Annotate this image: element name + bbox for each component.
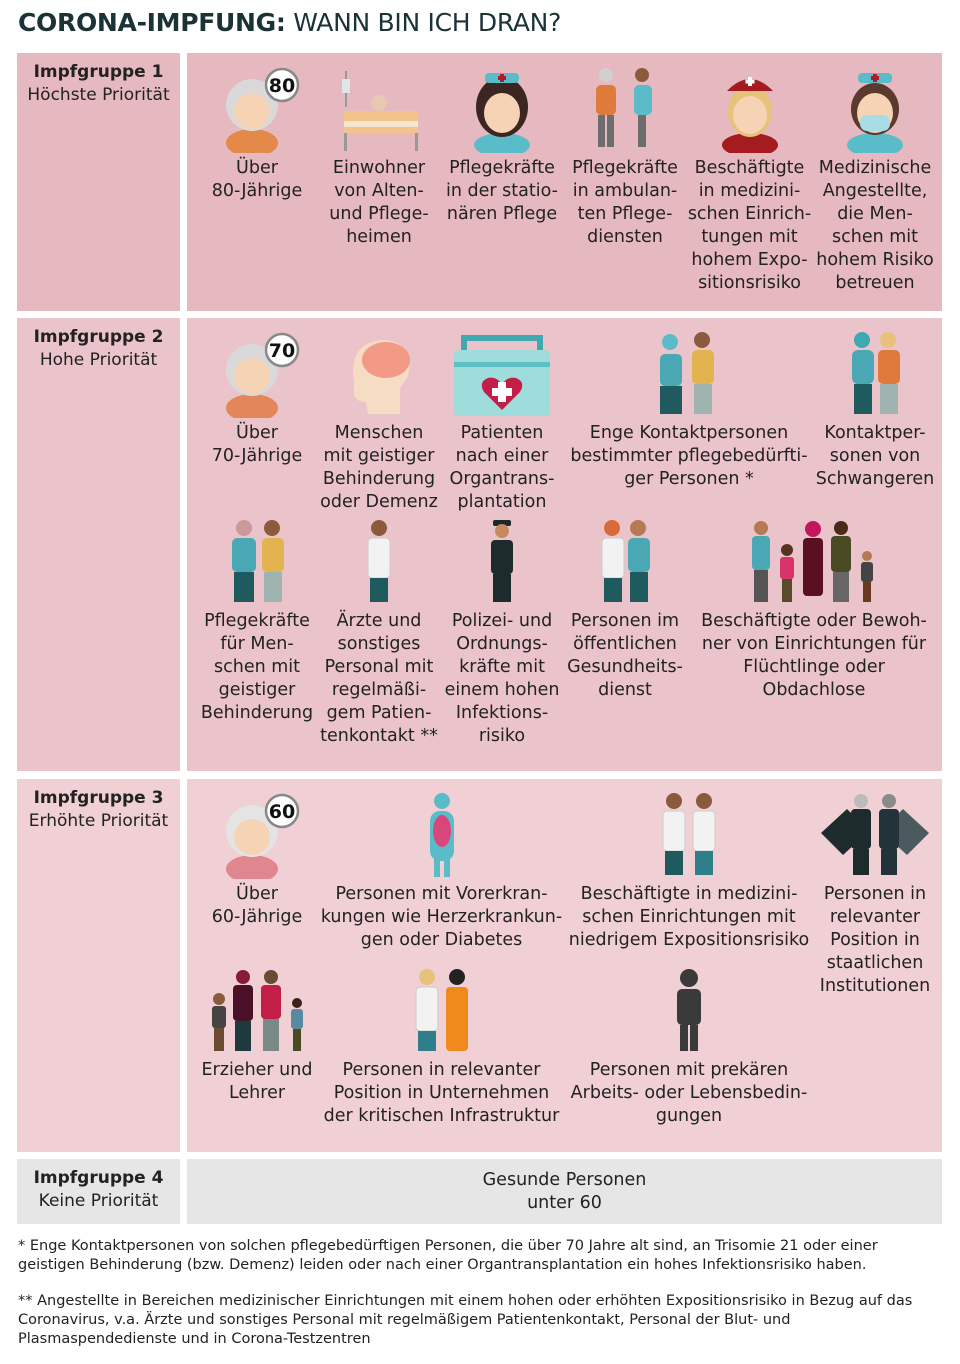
list-item: Medizinische Angestellte, die Men- schen… [814, 67, 936, 295]
nurse-icon [474, 73, 530, 153]
item-caption: Über 60-Jährige [211, 884, 303, 927]
item-caption: Personen in relevanter Position in staat… [819, 884, 931, 996]
age-badge: 60 [269, 801, 295, 823]
medical-worker-icon [721, 77, 778, 153]
teachers-children-icon [212, 970, 303, 1051]
list-item: Enge Kontaktpersonen bestimmter pflegebe… [565, 332, 813, 491]
item-caption: Ärzte und sonstiges Personal mit regelmä… [320, 611, 438, 746]
refugee-family-icon [752, 521, 873, 602]
police-officer-icon [491, 520, 513, 602]
item-caption: Pflegekräfte in der statio- nären Pflege [446, 158, 558, 224]
group-3-row: Impfgruppe 3 Erhöhte Priorität 60 Über 6… [17, 779, 942, 1152]
elderly-60-icon: 60 [226, 793, 300, 879]
list-item: Ärzte und sonstiges Personal mit regelmä… [319, 520, 439, 748]
item-caption: Personen mit prekären Arbeits- oder Lebe… [570, 1060, 808, 1126]
list-item: Einwohner von Alten- und Pflege- heimen [319, 67, 439, 249]
item-caption: Über 80-Jährige [211, 158, 303, 201]
list-item: Kontaktper- sonen von Schwangeren [814, 332, 936, 491]
item-caption: Erzieher und Lehrer [201, 1060, 313, 1103]
group-2-label: Impfgruppe 2 Hohe Priorität [17, 318, 180, 771]
group-name: Impfgruppe 4 [33, 1168, 164, 1188]
item-caption: Menschen mit geistiger Behinderung oder … [320, 423, 438, 512]
list-item: Beschäftigte in medizini- schen Einricht… [565, 793, 813, 952]
item-caption: Kontaktper- sonen von Schwangeren [815, 423, 935, 489]
elderly-70-icon: 70 [226, 332, 300, 418]
list-item: Personen in relevanter Position in staat… [814, 793, 936, 998]
list-item: Personen mit Vorerkran- kungen wie Herze… [319, 793, 564, 952]
list-item: Menschen mit geistiger Behinderung oder … [319, 332, 439, 514]
disability-caregivers-icon [232, 520, 284, 602]
item-caption: Enge Kontaktpersonen bestimmter pflegebe… [570, 423, 808, 489]
item-caption: Medizinische Angestellte, die Men- schen… [816, 158, 934, 293]
elderly-80-icon: 80 [226, 67, 300, 153]
group-1-content: 80 Über 80-Jährige Einwohner von Alten- … [187, 53, 942, 311]
item-caption: Beschäftigte in medizini- schen Einrich-… [687, 158, 812, 293]
public-health-workers-icon [601, 520, 650, 602]
title-rest: WANN BIN ICH DRAN? [285, 8, 562, 37]
item-caption: Beschäftigte oder Bewoh- ner von Einrich… [701, 611, 927, 700]
item-caption: Über 70-Jährige [211, 423, 303, 466]
list-item: Personen in relevanter Position in Unter… [319, 969, 564, 1128]
group-priority: Hohe Priorität [39, 350, 158, 370]
item-caption: Pflegekräfte für Men- schen mit geistige… [200, 611, 314, 723]
body-organs-icon [429, 793, 454, 877]
pregnant-contacts-icon [852, 332, 900, 414]
list-item: Personen mit prekären Arbeits- oder Lebe… [565, 969, 813, 1128]
group-priority: Keine Priorität [38, 1191, 159, 1211]
group-4-text: Gesunde Personen unter 60 [482, 1169, 647, 1213]
list-item: Erzieher und Lehrer [197, 969, 317, 1105]
group-3-label: Impfgruppe 3 Erhöhte Priorität [17, 779, 180, 1152]
list-item: 70 Über 70-Jährige [197, 332, 317, 468]
list-item: Polizei- und Ordnungs- kräfte mit einem … [442, 520, 562, 748]
infrastructure-workers-icon [415, 969, 468, 1051]
list-item: Beschäftigte oder Bewoh- ner von Einrich… [692, 520, 936, 702]
title-bold: CORONA-IMPFUNG: [18, 8, 286, 37]
list-item: 60 Über 60-Jährige [197, 793, 317, 929]
organ-transport-box-icon [454, 335, 550, 416]
person-silhouette-icon [677, 969, 701, 1051]
page-title: CORONA-IMPFUNG: WANN BIN ICH DRAN? [18, 8, 561, 37]
group-priority: Erhöhte Priorität [28, 811, 169, 831]
ambulant-caregiver-icon [596, 68, 652, 147]
politicians-flags-icon [821, 794, 929, 875]
close-contacts-icon [660, 332, 714, 414]
item-caption: Patienten nach einer Organtrans- plantat… [449, 423, 555, 512]
list-item: Beschäftigte in medizini- schen Einrich-… [687, 67, 812, 295]
group-4-label: Impfgruppe 4 Keine Priorität [17, 1159, 180, 1224]
doctor-icon [367, 520, 391, 602]
group-1-label: Impfgruppe 1 Höchste Priorität [17, 53, 180, 311]
group-2-content: 70 Über 70-Jährige Menschen mit geistige… [187, 318, 942, 771]
list-item: Personen im öffentlichen Gesundheits- di… [565, 520, 685, 702]
group-3-content: 60 Über 60-Jährige Personen mit Vorerkra… [187, 779, 942, 1152]
brain-head-icon [353, 340, 410, 414]
group-2-row: Impfgruppe 2 Hohe Priorität 70 Über 70-J… [17, 318, 942, 771]
group-name: Impfgruppe 2 [33, 327, 164, 347]
group-priority: Höchste Priorität [27, 85, 170, 105]
item-caption: Personen mit Vorerkran- kungen wie Herze… [320, 884, 563, 950]
group-4-content: Gesunde Personen unter 60 [187, 1159, 942, 1224]
group-1-row: Impfgruppe 1 Höchste Priorität 80 Über 8… [17, 53, 942, 311]
item-caption: Polizei- und Ordnungs- kräfte mit einem … [444, 611, 560, 746]
group-name: Impfgruppe 3 [33, 788, 164, 808]
group-name: Impfgruppe 1 [33, 62, 164, 82]
masked-nurse-icon [847, 73, 903, 153]
item-caption: Personen im öffentlichen Gesundheits- di… [567, 611, 683, 700]
nursing-home-bed-icon [342, 71, 418, 151]
item-caption: Pflegekräfte in ambulan- ten Pflege- die… [572, 158, 678, 247]
item-caption: Einwohner von Alten- und Pflege- heimen [329, 158, 429, 247]
list-item: 80 Über 80-Jährige [197, 67, 317, 203]
age-badge: 80 [269, 75, 295, 97]
item-caption: Beschäftigte in medizini- schen Einricht… [568, 884, 810, 950]
list-item: Pflegekräfte für Men- schen mit geistige… [197, 520, 317, 725]
list-item: Pflegekräfte in ambulan- ten Pflege- die… [565, 67, 685, 249]
footnote-2: ** Angestellte in Bereichen medizinische… [18, 1293, 913, 1347]
two-doctors-icon [662, 793, 716, 875]
footnote-1: * Enge Kontaktpersonen von solchen pfleg… [18, 1238, 878, 1273]
list-item: Patienten nach einer Organtrans- plantat… [442, 332, 562, 514]
age-badge: 70 [269, 340, 295, 362]
item-caption: Personen in relevanter Position in Unter… [323, 1060, 560, 1126]
group-4-row: Impfgruppe 4 Keine Priorität Gesunde Per… [17, 1159, 942, 1224]
list-item: Pflegekräfte in der statio- nären Pflege [442, 67, 562, 226]
